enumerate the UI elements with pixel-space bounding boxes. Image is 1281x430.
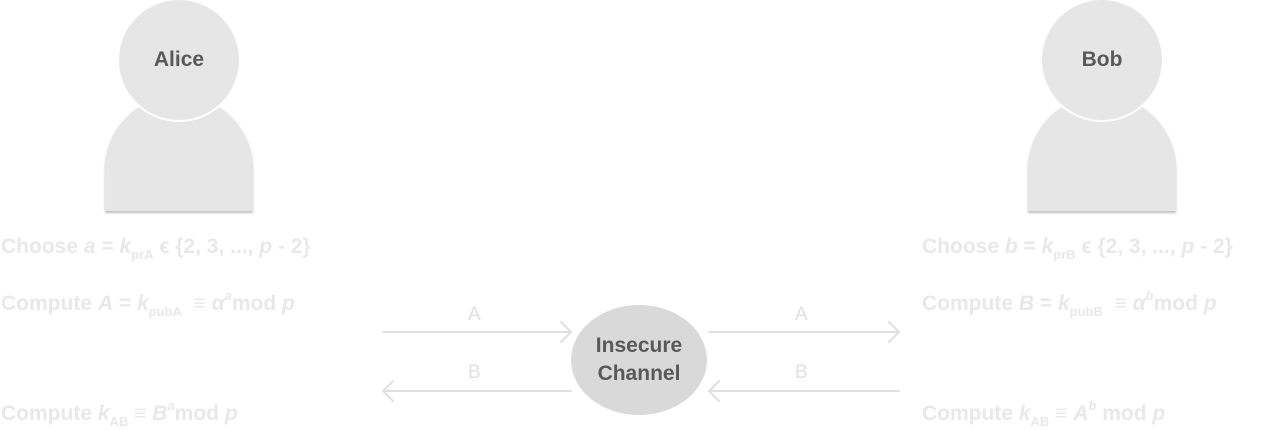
- formula-subscript: prB: [1053, 247, 1076, 262]
- formula-var: α: [211, 292, 225, 315]
- channel-label-line1: Insecure: [595, 334, 683, 357]
- formula-subscript: AB: [1030, 414, 1050, 429]
- formula-text: Choose: [922, 235, 1005, 258]
- formula-var: p: [1181, 235, 1195, 258]
- formula-text: - 2}: [272, 235, 311, 258]
- formula-text: - 2}: [1194, 235, 1233, 258]
- formula-text: =: [1034, 292, 1058, 315]
- bob-compute-public-formula: Compute B = kpubB ≡ αbmod p: [922, 289, 1217, 318]
- formula-text: ≡: [1102, 292, 1133, 315]
- arrow-channel-to-bob: [708, 321, 900, 343]
- formula-var: p: [282, 292, 295, 315]
- formula-superscript: a: [167, 398, 175, 413]
- formula-var: a: [83, 235, 96, 258]
- formula-subscript: pubA: [148, 304, 182, 319]
- formula-var: B: [152, 402, 168, 425]
- formula-text: mod: [174, 402, 225, 425]
- arrow-label-channel-to-bob: A: [795, 304, 808, 325]
- channel-label: Insecure Channel: [596, 332, 682, 388]
- arrow-label-bob-to-channel: B: [795, 362, 808, 383]
- formula-var: A: [97, 292, 113, 315]
- formula-subscript: pubB: [1069, 304, 1103, 319]
- formula-text: Compute: [1, 292, 98, 315]
- bob-head: Bob: [1042, 0, 1162, 120]
- alice-choose-formula: Choose a = kprA ϵ {2, 3, ..., p - 2}: [1, 236, 311, 261]
- formula-superscript: a: [224, 288, 232, 303]
- formula-text: Compute: [922, 402, 1019, 425]
- formula-var: B: [1018, 292, 1034, 315]
- formula-text: Compute: [1, 402, 98, 425]
- arrow-channel-to-alice: [382, 380, 572, 402]
- arrow-label-alice-to-channel: A: [468, 304, 481, 325]
- arrow-bob-to-channel: [708, 380, 900, 402]
- formula-text: ϵ {2, 3, ...,: [1075, 235, 1182, 258]
- formula-text: =: [113, 292, 137, 315]
- formula-text: mod: [1096, 402, 1153, 425]
- bob-compute-key-formula: Compute kAB ≡ Ab mod p: [922, 399, 1165, 428]
- formula-text: Compute: [922, 292, 1019, 315]
- formula-var: k: [136, 292, 149, 315]
- formula-text: mod: [231, 292, 283, 315]
- formula-text: ≡: [181, 292, 212, 315]
- bob-choose-formula: Choose b = kprB ϵ {2, 3, ..., p - 2}: [922, 236, 1233, 261]
- formula-superscript: b: [1145, 288, 1154, 303]
- formula-var: p: [259, 235, 273, 258]
- formula-var: p: [1203, 292, 1217, 315]
- formula-var: k: [119, 235, 132, 258]
- formula-var: A: [1073, 402, 1089, 425]
- arrow-label-channel-to-alice: B: [468, 362, 481, 383]
- formula-superscript: b: [1088, 398, 1097, 413]
- formula-var: k: [1018, 402, 1031, 425]
- alice-figure: Alice: [100, 0, 260, 215]
- insecure-channel: Insecure Channel: [571, 305, 707, 415]
- formula-text: =: [1017, 235, 1042, 258]
- formula-var: k: [1057, 292, 1070, 315]
- formula-text: mod: [1153, 292, 1204, 315]
- bob-figure: Bob: [1023, 0, 1183, 215]
- formula-text: =: [95, 235, 120, 258]
- formula-var: k: [97, 402, 110, 425]
- formula-text: ≡: [1049, 402, 1074, 425]
- formula-var: p: [1152, 402, 1166, 425]
- formula-var: p: [224, 402, 238, 425]
- formula-var: b: [1004, 235, 1018, 258]
- formula-text: Choose: [1, 235, 84, 258]
- alice-compute-public-formula: Compute A = kpubA ≡ αamod p: [1, 289, 295, 318]
- formula-var: k: [1041, 235, 1054, 258]
- formula-subscript: prA: [131, 247, 154, 262]
- alice-head: Alice: [119, 0, 239, 120]
- bob-name: Bob: [1081, 48, 1123, 71]
- formula-subscript: AB: [109, 414, 129, 429]
- formula-var: α: [1132, 292, 1146, 315]
- channel-label-line2: Channel: [597, 362, 681, 385]
- alice-compute-key-formula: Compute kAB ≡ Bamod p: [1, 399, 238, 428]
- formula-text: ϵ {2, 3, ...,: [153, 235, 260, 258]
- formula-text: ≡: [128, 402, 153, 425]
- arrow-alice-to-channel: [382, 321, 572, 343]
- alice-name: Alice: [153, 48, 205, 71]
